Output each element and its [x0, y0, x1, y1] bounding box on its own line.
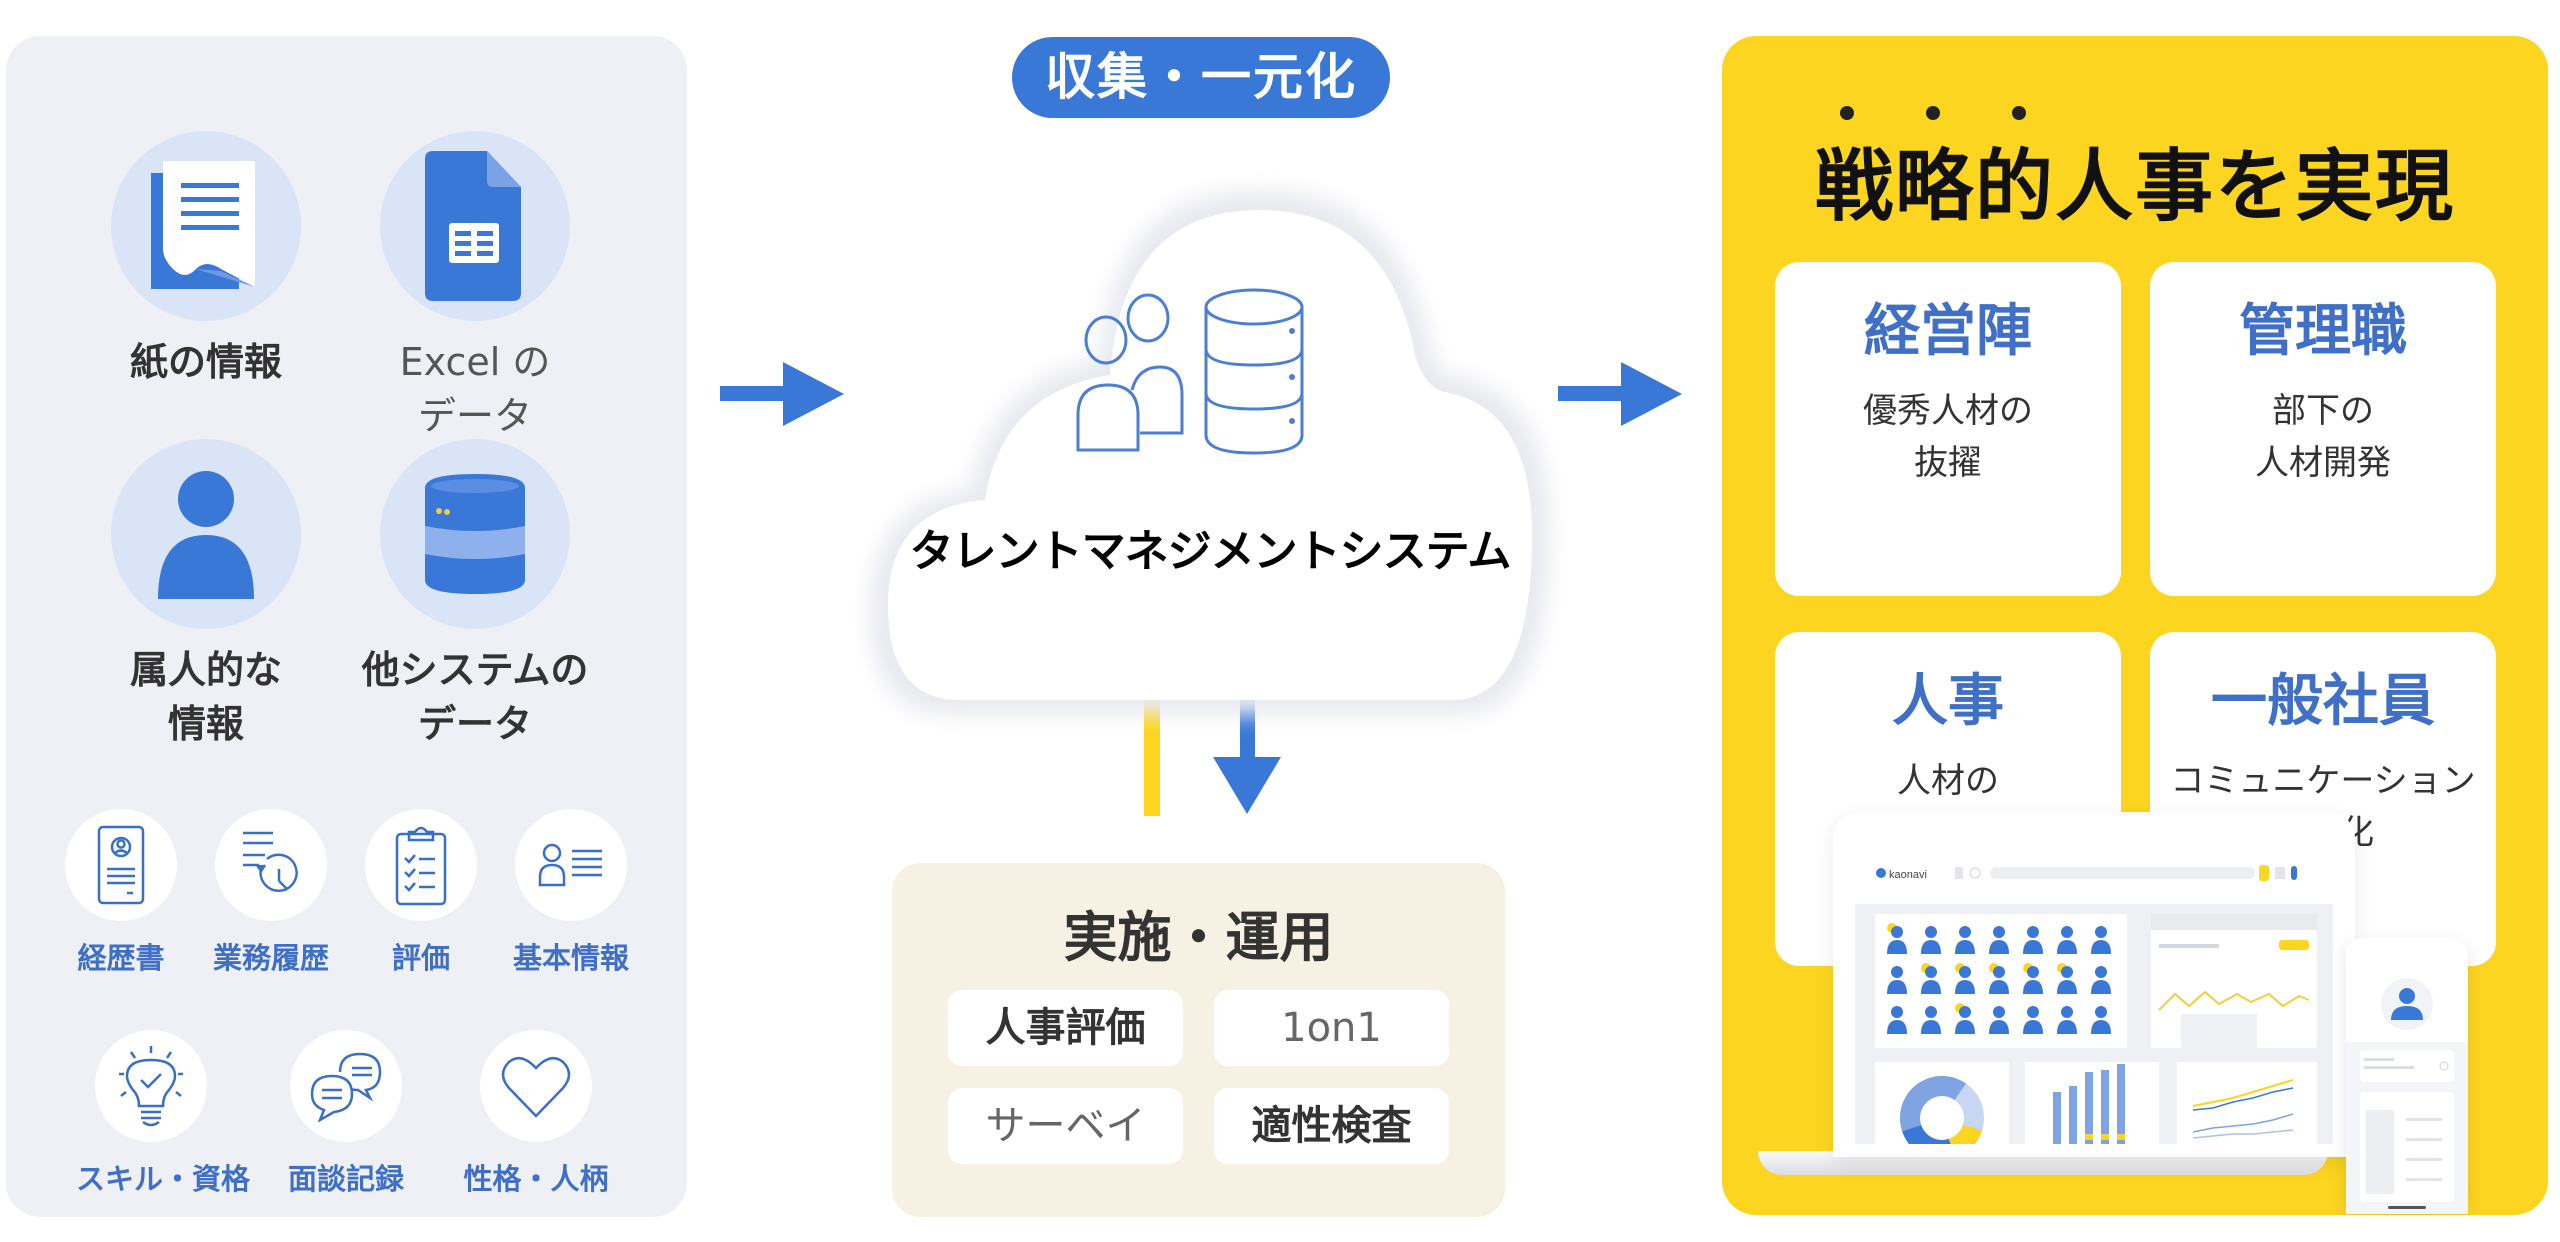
- mockup-person-icon: [2091, 966, 2111, 994]
- mockup-person-icon: [2091, 926, 2111, 954]
- profile-info-icon: [538, 843, 602, 887]
- checklist-clipboard-icon: [395, 826, 447, 906]
- mockup-app-name: kaonavi: [1889, 869, 1927, 881]
- role-name: 一般社員: [2211, 669, 2435, 734]
- phone-mockup: [2346, 938, 2468, 1214]
- mockup-header: kaonavi: [1875, 862, 2313, 884]
- work-history-icon: [243, 831, 298, 892]
- item-basic-info: 基本情報: [496, 809, 646, 977]
- mockup-person-icon: [1955, 926, 1975, 954]
- source-personal: 属人的な 情報: [76, 439, 336, 751]
- collect-unify-badge: 収集・一元化: [1012, 37, 1390, 118]
- mockup-person-icon: [1887, 966, 1907, 994]
- emphasis-dot: [2012, 106, 2026, 120]
- spreadsheet-icon: [425, 151, 521, 301]
- item-resume: 経歴書: [46, 809, 196, 977]
- source-paper: 紙の情報: [76, 131, 336, 389]
- item-personality: 性格・人柄: [461, 1030, 611, 1198]
- role-desc: 優秀人材の 抜擢: [1863, 391, 2033, 483]
- role-card-managers: 管理職 部下の 人材開発: [2150, 262, 2496, 596]
- mockup-person-icon: [2023, 1006, 2043, 1034]
- mockup-person-icon: [2023, 963, 2043, 994]
- arrow-right-icon: [720, 362, 844, 426]
- source-other-system: 他システムの データ: [345, 439, 605, 751]
- system-name: タレントマネジメントシステム: [909, 526, 1512, 577]
- role-name: 人事: [1892, 669, 2004, 734]
- role-name: 管理職: [2239, 299, 2407, 364]
- mockup-dashboard: [1855, 904, 2333, 1160]
- item-skills: スキル・資格: [76, 1030, 250, 1198]
- mockup-person-icon: [2023, 926, 2043, 954]
- mockup-person-icon: [1921, 963, 1941, 994]
- people-database-icon: [1070, 285, 1310, 459]
- role-desc: 部下の 人材開発: [2255, 391, 2391, 483]
- outcome-title: 戦略的人事を実現: [1814, 142, 2455, 232]
- mockup-person-icon: [1887, 1006, 1907, 1034]
- item-evaluation: 評価: [346, 809, 496, 977]
- source-label: Excel の データ: [399, 340, 551, 438]
- mockup-person-icon: [1921, 926, 1941, 954]
- heart-icon: [501, 1056, 571, 1118]
- mockup-line-card: [2151, 914, 2317, 1048]
- mockup-people-grid: [1875, 914, 2127, 1048]
- mockup-person-icon: [1921, 1006, 1941, 1034]
- database-icon: [425, 474, 525, 594]
- source-label: 他システムの データ: [361, 648, 589, 746]
- role-card-executives: 経営陣 優秀人材の 抜擢: [1775, 262, 2121, 596]
- mockup-donut-chart: [1875, 1062, 2009, 1160]
- source-label: 紙の情報: [129, 340, 282, 384]
- mockup-person-icon: [1989, 1006, 2009, 1034]
- chat-bubbles-icon: [310, 1052, 382, 1122]
- mockup-person-icon: [1989, 926, 2009, 954]
- item-work-history: 業務履歴: [196, 809, 346, 977]
- source-excel: Excel の データ: [345, 131, 605, 443]
- mockup-person-icon: [1955, 963, 1975, 994]
- mockup-person-icon: [2057, 926, 2077, 954]
- ops-chip-1on1: 1on1: [1214, 990, 1449, 1066]
- mockup-person-icon: [2091, 1006, 2111, 1034]
- operations-panel: 実施・運用 人事評価 1on1 サーベイ 適性検査: [892, 863, 1505, 1217]
- emphasis-dot: [1840, 106, 1854, 120]
- lightbulb-check-icon: [119, 1046, 183, 1127]
- laptop-mockup: kaonavi: [1833, 812, 2355, 1160]
- paper-document-icon: [151, 161, 255, 289]
- person-icon: [158, 471, 254, 599]
- operations-title: 実施・運用: [1063, 906, 1334, 969]
- mockup-person-icon: [1955, 1003, 1975, 1034]
- ops-chip-hr-evaluation: 人事評価: [948, 990, 1183, 1066]
- arrow-right-icon: [1558, 362, 1682, 426]
- cloud-shape: [840, 130, 1580, 740]
- item-interview-records: 面談記録: [271, 1030, 421, 1198]
- emphasis-dot: [1926, 106, 1940, 120]
- ops-chip-survey: サーベイ: [948, 1088, 1183, 1164]
- role-name: 経営陣: [1864, 299, 2032, 364]
- source-label: 属人的な 情報: [129, 648, 282, 746]
- data-sources-panel: 紙の情報 Excel の データ 属人的な: [6, 36, 687, 1217]
- resume-icon: [97, 825, 145, 905]
- arrow-right-collect: [720, 360, 846, 428]
- mockup-person-icon: [1989, 963, 2009, 994]
- mockup-person-icon: [2057, 1006, 2077, 1034]
- outcome-panel: 戦略的人事を実現 経営陣 優秀人材の 抜擢 管理職 部下の 人材開発 人事 人材…: [1722, 36, 2548, 1215]
- mockup-trend-chart: [2177, 1062, 2317, 1144]
- mockup-bar-chart: [2025, 1062, 2159, 1144]
- arrow-right-outcome: [1558, 360, 1684, 428]
- ops-chip-aptitude-test: 適性検査: [1214, 1088, 1449, 1164]
- mockup-person-icon: [1887, 923, 1907, 954]
- mockup-person-icon: [2057, 963, 2077, 994]
